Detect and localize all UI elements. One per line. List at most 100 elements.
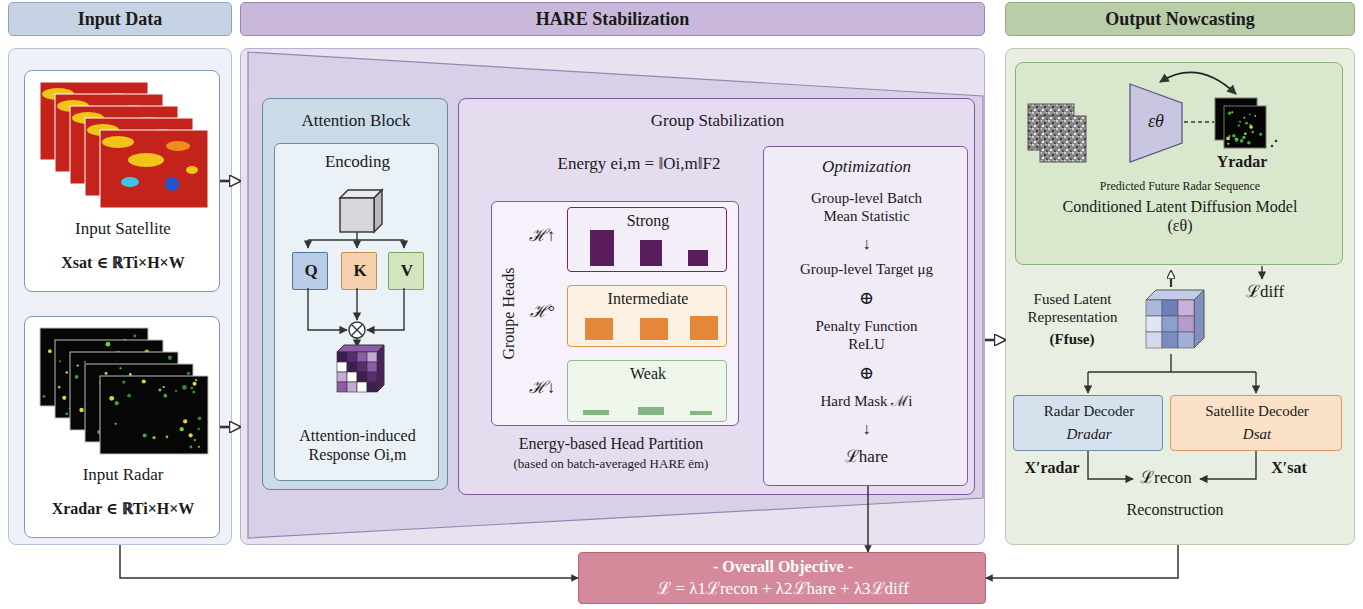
- free-label: ℋ↑: [529, 226, 556, 245]
- echo-dot: [131, 427, 135, 431]
- radar-frame: [1224, 106, 1266, 148]
- diffusion-box: Predicted Future Radar SequenceCondition…: [1015, 62, 1343, 265]
- text-slot: Optimization: [764, 157, 969, 177]
- noise-frame: [1040, 116, 1086, 162]
- cube-cell: [1146, 332, 1162, 348]
- echo-dot: [95, 410, 100, 415]
- text-slot: Energy-based Head Partition: [471, 434, 751, 453]
- echo-dot: [121, 428, 125, 432]
- text-slot: Penalty Function ReLU: [799, 317, 934, 353]
- wire: [367, 288, 404, 330]
- echo-dot: [66, 371, 68, 373]
- node-text: Strong: [627, 212, 670, 229]
- echo-dot: [175, 390, 177, 392]
- cube-cell: [1146, 316, 1162, 332]
- bar: [690, 316, 718, 340]
- echo-dot: [94, 360, 97, 363]
- echo-dot: [132, 404, 137, 409]
- echo-dot: [130, 425, 135, 430]
- echo-dot: [169, 390, 173, 394]
- text-slot: Radar Decoder: [1014, 402, 1164, 420]
- echo-dot: [1254, 115, 1256, 117]
- cloud-blob: [166, 141, 190, 151]
- text-slot: HARE Stabilization: [240, 9, 985, 31]
- echo-dot: [84, 361, 86, 363]
- cloud-blob: [121, 105, 145, 115]
- wire: [356, 232, 357, 240]
- funnel-outline: [248, 52, 983, 538]
- echo-dot: [1249, 125, 1253, 129]
- frame: [70, 106, 178, 184]
- objective-box: - Overall Objective -ℒ = λ1ℒrecon + λ2ℒh…: [578, 552, 986, 604]
- echo-dot: [147, 355, 152, 360]
- attention-drawing: [308, 190, 404, 347]
- echo-dot: [124, 394, 128, 398]
- node-text: - Overall Objective -: [713, 558, 853, 575]
- node-text: Input Data: [78, 9, 163, 29]
- query-box: Q: [292, 252, 328, 290]
- cloud-blob: [126, 118, 138, 126]
- bar: [690, 411, 712, 415]
- cloud-blob: [128, 153, 164, 167]
- label-slot: ℋ↓: [522, 378, 562, 398]
- response-cube: [337, 345, 384, 392]
- cube-cell: [337, 382, 347, 392]
- echo-dot: [109, 396, 114, 401]
- label-slot: ℋ°: [522, 302, 562, 322]
- text-slot: Strong: [568, 211, 728, 230]
- text-slot: V: [389, 261, 425, 281]
- echo-dot: [135, 415, 140, 420]
- cloud-blob: [136, 117, 160, 127]
- label-slot: X′radar: [1022, 458, 1082, 477]
- echo-dot: [164, 418, 168, 422]
- echo-dot: [81, 393, 86, 398]
- satellite-frame: [85, 118, 193, 196]
- cube-cell: [1162, 300, 1178, 316]
- encoding-box: EncodingAttention-induced Response Oi,mQ…: [274, 143, 439, 481]
- echo-dot: [129, 373, 132, 376]
- echo-dot: [189, 433, 193, 437]
- text-slot: Xradar ∈ ℝTi×H×W: [25, 499, 221, 518]
- node-text: Conditioned Latent Diffusion Model (εθ): [1063, 198, 1298, 234]
- echo-dot: [85, 368, 89, 372]
- echo-dot: [105, 372, 108, 375]
- frame: [70, 352, 178, 430]
- wire: [1088, 371, 1256, 372]
- text-slot: (based on batch-averaged HARE ēm): [471, 456, 751, 472]
- free-label: Reconstruction: [1127, 501, 1224, 518]
- frame: [40, 82, 148, 160]
- echo-dot: [152, 436, 155, 439]
- echo-dot: [195, 379, 197, 381]
- node-text: Hard Mask ℳi: [821, 393, 913, 409]
- echo-dot: [183, 419, 187, 423]
- echo-dot: [99, 381, 103, 385]
- radar-frame: [70, 352, 178, 430]
- echo-dot: [94, 342, 97, 345]
- satellite-frame: [55, 94, 163, 172]
- cube-cell: [367, 362, 377, 372]
- node-text: HARE Stabilization: [536, 9, 690, 29]
- cube-cell: [1162, 316, 1178, 332]
- node-text: Xradar ∈ ℝTi×H×W: [52, 500, 195, 517]
- cloud-blob: [135, 153, 149, 167]
- node-text: Attention Block: [301, 111, 410, 130]
- node-text: V: [401, 261, 413, 280]
- echo-dot: [79, 357, 83, 361]
- cube-cell: [1178, 332, 1194, 348]
- echo-dot: [187, 372, 190, 375]
- echo-dot: [133, 421, 136, 424]
- head-group: Weak: [567, 360, 727, 422]
- echo-dot: [1238, 124, 1240, 126]
- text-slot: Hard Mask ℳi: [764, 392, 969, 410]
- cloud-blob: [76, 141, 94, 151]
- text-slot: Attention Block: [263, 111, 449, 131]
- echo-dot: [151, 416, 155, 420]
- echo-dot: [1239, 121, 1241, 123]
- node-text: Weak: [630, 365, 666, 382]
- echo-dot: [131, 394, 134, 397]
- echo-dot: [1259, 133, 1262, 136]
- echo-dot: [142, 379, 146, 383]
- text-slot: Weak: [568, 364, 728, 383]
- bar: [585, 318, 613, 340]
- label-slot: ℒdiff: [1240, 282, 1290, 302]
